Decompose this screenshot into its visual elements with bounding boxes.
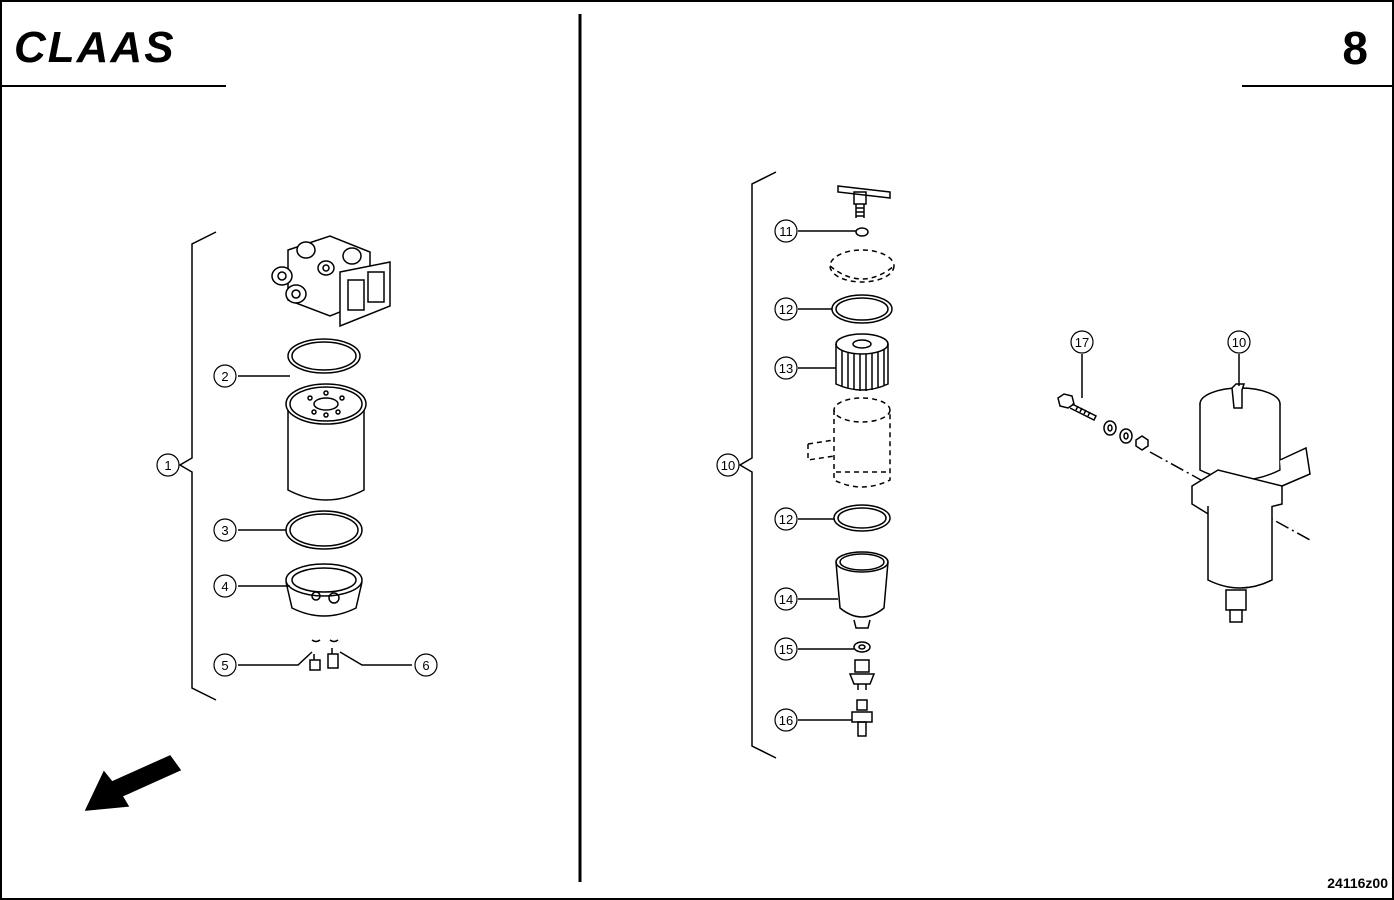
filter-canister — [285, 383, 367, 501]
left-callouts: 1 2 3 4 5 6 — [156, 364, 438, 677]
callout-circle — [156, 453, 180, 477]
seal-ring-2 — [287, 338, 361, 374]
callout-circle — [1227, 330, 1251, 354]
bolt-17 — [1057, 393, 1098, 422]
callout-circle — [213, 574, 237, 598]
callout-circle — [414, 653, 438, 677]
brand-logo: CLAAS — [14, 23, 176, 72]
mounted-filter-assembly — [1191, 383, 1311, 623]
callout-circle — [774, 587, 798, 611]
bowl-14 — [835, 551, 889, 629]
center-exploded-view — [738, 171, 895, 759]
left-exploded-view — [84, 231, 412, 811]
callout-circle — [774, 507, 798, 531]
callout-circle — [774, 637, 798, 661]
direction-arrow-icon — [84, 755, 182, 811]
filter-head — [271, 235, 391, 328]
callout-circle — [774, 297, 798, 321]
center-callouts: 10 11 12 13 12 14 15 16 — [716, 219, 798, 732]
callout-label: 17 — [1075, 335, 1089, 350]
callout-label: 11 — [779, 224, 793, 239]
callout-circle — [716, 453, 740, 477]
callout-circle — [774, 356, 798, 380]
lock-washer — [1119, 428, 1133, 444]
washer-15 — [853, 641, 871, 653]
right-mounting-view — [1057, 354, 1311, 623]
callout-label: 12 — [779, 302, 793, 317]
callout-label: 4 — [221, 579, 228, 594]
filter-element — [835, 333, 889, 391]
callout-circle — [774, 708, 798, 732]
seal-ring-3 — [285, 510, 363, 550]
callout-label: 1 — [164, 458, 171, 473]
housing-hidden — [807, 397, 891, 488]
callout-circle — [774, 219, 798, 243]
assembly-bracket-1 — [178, 231, 217, 701]
page-number: 8 — [1342, 22, 1368, 74]
leader-6 — [339, 651, 412, 666]
drain-plugs — [309, 639, 339, 671]
callout-circle — [213, 653, 237, 677]
callout-label: 2 — [221, 369, 228, 384]
callout-circle — [1070, 330, 1094, 354]
callout-label: 3 — [221, 523, 228, 538]
callout-circle — [213, 518, 237, 542]
drain-plug — [848, 659, 876, 690]
callout-label: 10 — [1232, 335, 1246, 350]
callout-circle — [213, 364, 237, 388]
callout-label: 15 — [779, 642, 793, 657]
callout-label: 10 — [721, 458, 735, 473]
leader-5 — [238, 651, 313, 666]
seal-12-upper — [831, 294, 893, 324]
nut — [1135, 435, 1149, 451]
callout-label: 5 — [221, 658, 228, 673]
cover-hidden — [829, 249, 895, 283]
seal-12-lower — [833, 504, 891, 532]
vent-valve — [837, 185, 891, 218]
callout-label: 6 — [422, 658, 429, 673]
washer — [1103, 420, 1117, 436]
drawing-id: 24116z00 — [1327, 875, 1388, 891]
callout-label: 16 — [779, 713, 793, 728]
assembly-bracket-10 — [738, 171, 777, 759]
o-ring-11 — [855, 227, 869, 237]
callout-label: 13 — [779, 361, 793, 376]
sensor-16 — [851, 699, 873, 737]
right-callouts: 17 10 — [1070, 330, 1251, 354]
callout-label: 14 — [779, 592, 793, 607]
water-bowl — [285, 563, 363, 617]
callout-label: 12 — [779, 512, 793, 527]
